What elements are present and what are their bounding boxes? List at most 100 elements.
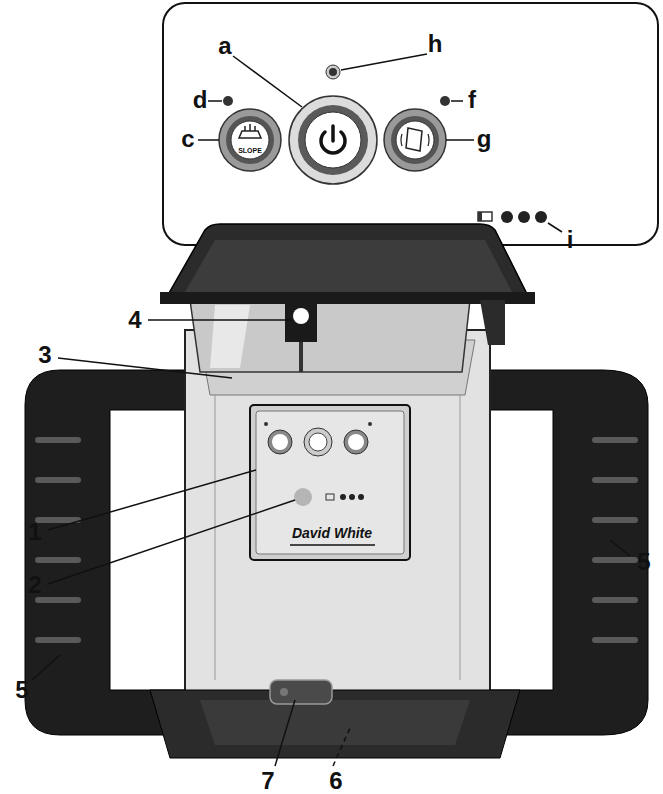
callout-letter: g: [477, 127, 492, 151]
indicator-led: [440, 96, 450, 106]
callout-number: 5: [15, 678, 28, 702]
control-panel-inner: [256, 411, 404, 554]
callout-number: 2: [28, 573, 41, 597]
mini-led: [368, 422, 372, 426]
power-button-bezel: [298, 105, 368, 175]
mini-power-button: [304, 428, 332, 456]
housing-edge: [460, 395, 461, 680]
leader-line: [341, 54, 427, 70]
grip-rib: [595, 477, 635, 483]
slope-button-bezel: [226, 116, 274, 164]
grip-rib: [595, 517, 635, 523]
slope-button: [231, 121, 269, 159]
grip-rib: [38, 597, 78, 603]
housing-edge: [215, 395, 216, 680]
leader-line: [148, 319, 292, 321]
power-led-ring: [326, 65, 340, 79]
grip-rib: [38, 477, 78, 483]
power-button: [305, 112, 361, 168]
zoom-panel: [163, 3, 658, 245]
grip-rib: [38, 637, 78, 643]
grip-rib: [38, 557, 78, 563]
housing: [185, 330, 490, 692]
power-icon: [331, 126, 335, 141]
mini-battery-led: [358, 494, 364, 500]
callout-number: 6: [329, 769, 342, 793]
top-cap-bracket: [480, 300, 505, 345]
battery-led: [518, 211, 530, 223]
leader-line: [548, 223, 562, 232]
laser-aperture: [293, 308, 309, 324]
battery-door-latch: [270, 680, 332, 704]
callout-number: 4: [128, 308, 141, 332]
control-panel: [250, 405, 410, 560]
mini-slope-button: [272, 434, 288, 450]
tilt-button: [396, 121, 434, 159]
mini-battery-led: [349, 494, 355, 500]
grip-rib: [595, 637, 635, 643]
callout-number: 1: [28, 520, 41, 544]
laser-window: [190, 300, 470, 372]
leader-line: [198, 139, 219, 141]
tilt-icon: [406, 128, 422, 151]
mini-tilt-button: [344, 430, 368, 454]
button-text: SLOPE: [238, 147, 262, 154]
grip-rib: [595, 437, 635, 443]
rotor-shaft: [299, 342, 303, 372]
leader-line: [446, 139, 474, 141]
callout-letter: a: [218, 34, 231, 58]
leader-line: [32, 655, 60, 680]
tilt-button-bezel: [391, 116, 439, 164]
top-cap-bevel: [185, 240, 512, 292]
brand-underline: [290, 544, 375, 546]
mini-battery-led: [340, 494, 346, 500]
power-button-ring: [289, 96, 377, 184]
grip-rib: [38, 517, 78, 523]
latch-screw: [280, 688, 288, 696]
brand-name: David White: [292, 526, 372, 540]
grip-rib: [595, 597, 635, 603]
receiver-window: [294, 488, 312, 506]
leader-line: [451, 100, 463, 102]
callout-number: 7: [261, 769, 274, 793]
mini-led: [264, 422, 268, 426]
grip-rib: [38, 437, 78, 443]
power-led: [329, 68, 337, 76]
tilt-icon: [401, 134, 429, 146]
mini-tilt-button: [348, 434, 364, 450]
callout-letter: i: [567, 228, 574, 252]
mini-slope-button: [268, 430, 292, 454]
callout-letter: d: [193, 88, 208, 112]
leader-line: [48, 470, 256, 530]
leader-line: [333, 728, 350, 766]
slope-icon: [239, 124, 261, 138]
base-panel: [200, 700, 470, 745]
grip-rib: [595, 557, 635, 563]
battery-icon: [478, 212, 492, 221]
leader-line: [275, 700, 295, 766]
leader-line: [58, 358, 232, 378]
indicator-led: [223, 96, 233, 106]
callout-number: 3: [38, 343, 51, 367]
callout-letter: h: [428, 32, 443, 56]
base: [150, 690, 520, 758]
leader-line: [233, 56, 302, 107]
mini-battery-icon: [326, 494, 334, 500]
mini-power-button: [309, 433, 327, 451]
battery-led: [535, 211, 547, 223]
callout-number: 5: [637, 550, 650, 574]
tilt-button-ring: [384, 109, 446, 171]
slope-button-ring: [219, 109, 281, 171]
battery-icon: [478, 212, 482, 221]
leader-line: [208, 100, 222, 102]
battery-led: [501, 211, 513, 223]
callout-letter: c: [181, 127, 194, 151]
top-cap: [165, 224, 530, 300]
leader-line: [48, 500, 295, 584]
top-cap-rim: [160, 292, 535, 304]
leader-line: [610, 540, 630, 556]
callout-letter: f: [468, 88, 476, 112]
window-reflection: [210, 305, 250, 368]
